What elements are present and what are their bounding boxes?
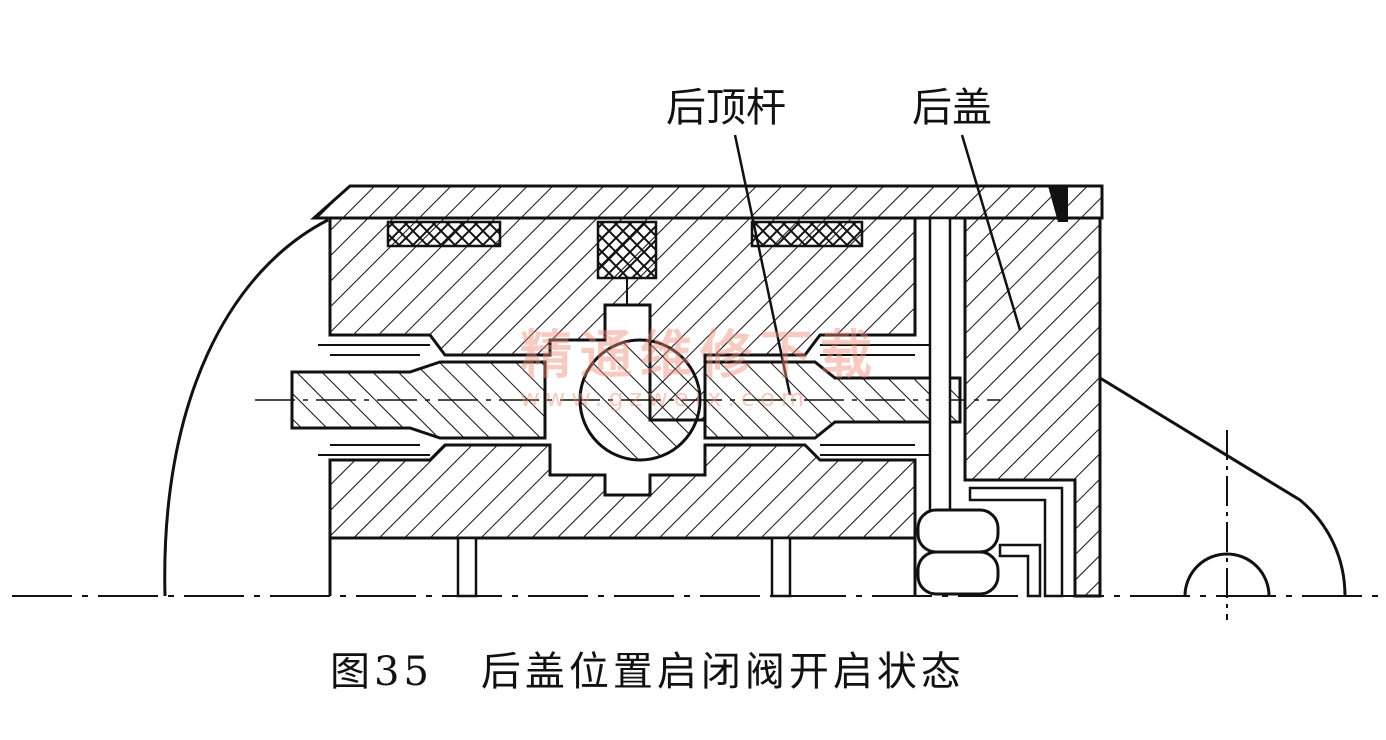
flow-lines-left [318,344,430,456]
label-rear-push-rod: 后顶杆 [666,85,786,131]
valve-body-lower [328,443,917,540]
label-rear-cover: 后盖 [912,85,992,131]
push-rod-right [703,360,962,440]
rear-cover-step [998,543,1042,598]
seal-center [596,220,658,280]
rear-cover-inner [968,486,1064,598]
outer-housing-right-curve [1099,376,1347,597]
outer-housing-arc [163,218,329,597]
o-ring-upper [916,508,1000,554]
valve-body-upper [328,216,917,422]
watermark-text: 精通维修下载 [520,325,881,386]
push-rod [290,360,547,440]
post-left [456,536,478,598]
watermark-url: www.gzweix.com [520,384,811,412]
leader-push-rod [733,134,792,396]
seal-left [386,220,502,248]
leader-rear-cover [960,134,1022,331]
rear-cover [960,216,1102,598]
half-circle-mark [1183,552,1271,597]
vertical-channel [928,216,952,550]
o-ring-lower [916,550,1000,596]
figure-caption-text: 后盖位置启闭阀开启状态 [480,649,965,695]
top-plate-seal [1048,186,1068,222]
seal-right [750,220,864,248]
flow-lines-right [820,344,930,456]
top-plate [310,184,1104,220]
post-right [770,536,792,598]
valve-ball [578,338,702,462]
figure-number: 图35 [330,649,433,695]
figure-caption: 图35 后盖位置启闭阀开启状态 [330,652,965,692]
